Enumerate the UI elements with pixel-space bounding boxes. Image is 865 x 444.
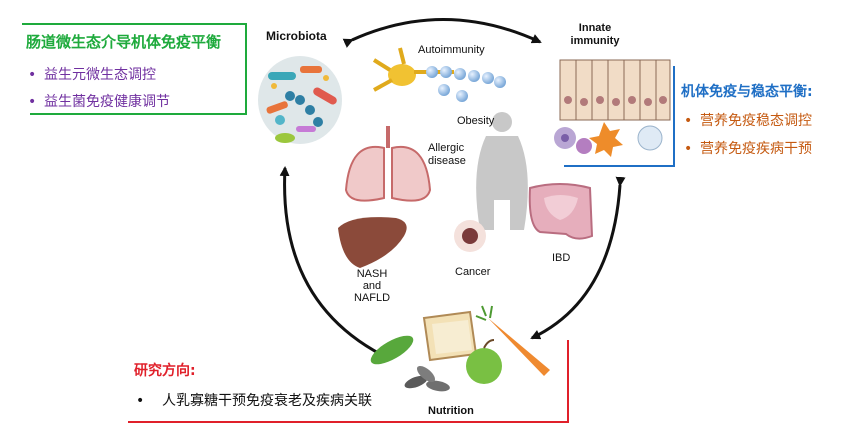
bullet-dot: •	[684, 141, 693, 157]
left-box-title: 肠道微生态介导机体免疫平衡	[26, 33, 222, 51]
bullet-dot: •	[28, 94, 37, 110]
obesity-illustration	[476, 112, 528, 230]
left-box-item-text: 益生菌免疫健康调节	[44, 94, 170, 110]
label-nash-line2: and	[363, 280, 381, 292]
cancer-illustration	[454, 220, 486, 252]
right-box-item-text: 营养免疫稳态调控	[700, 113, 812, 129]
bullet-dot: •	[28, 67, 37, 83]
liver-illustration	[338, 217, 407, 268]
label-innate-line1: Innate	[579, 22, 611, 34]
label-innate-line2: immunity	[571, 35, 621, 47]
left-box-item: • 益生元微生态调控	[28, 64, 156, 84]
right-box-item-text: 营养免疫疾病干预	[700, 141, 812, 157]
label-allergic-line1: Allergic	[428, 142, 465, 154]
label-nutrition: Nutrition	[428, 405, 474, 417]
arrow-microbiota-to-innate	[342, 18, 542, 48]
left-box-item-text: 益生元微生态调控	[44, 67, 156, 83]
bullet-dot: •	[684, 113, 693, 129]
left-box-border	[22, 23, 247, 115]
label-nash-line3: NAFLD	[354, 292, 390, 304]
cycle-arrows	[279, 18, 626, 357]
left-box-item: • 益生菌免疫健康调节	[28, 91, 170, 111]
microbiota-illustration	[258, 56, 342, 144]
label-cancer: Cancer	[455, 266, 491, 278]
right-box-item: • 营养免疫稳态调控	[684, 110, 812, 130]
right-box-title: 机体免疫与稳态平衡:	[681, 84, 813, 100]
right-box-item: • 营养免疫疾病干预	[684, 138, 812, 158]
innate-immunity-illustration	[554, 59, 671, 157]
bottom-box-border	[128, 340, 569, 423]
label-ibd: IBD	[552, 252, 570, 264]
bullet-dot: •	[136, 393, 145, 409]
label-allergic-line2: disease	[428, 155, 466, 167]
label-obesity: Obesity	[457, 115, 495, 127]
right-box-border	[564, 66, 675, 167]
arrow-nutrition-to-microbiota	[279, 166, 383, 357]
arrow-innate-to-nutrition	[530, 176, 626, 340]
bottom-box-title: 研究方向:	[134, 363, 196, 379]
bottom-box-item-text: 人乳寡糖干预免疫衰老及疾病关联	[162, 393, 372, 409]
bottom-box-item: • 人乳寡糖干预免疫衰老及疾病关联	[136, 390, 372, 410]
intestine-illustration	[528, 183, 594, 240]
label-microbiota: Microbiota	[266, 29, 327, 43]
label-nash-line1: NASH	[357, 268, 388, 280]
lungs-illustration	[344, 126, 432, 202]
nutrition-illustration	[370, 305, 550, 392]
neuron-illustration	[372, 47, 506, 102]
label-autoimmunity: Autoimmunity	[418, 44, 485, 56]
